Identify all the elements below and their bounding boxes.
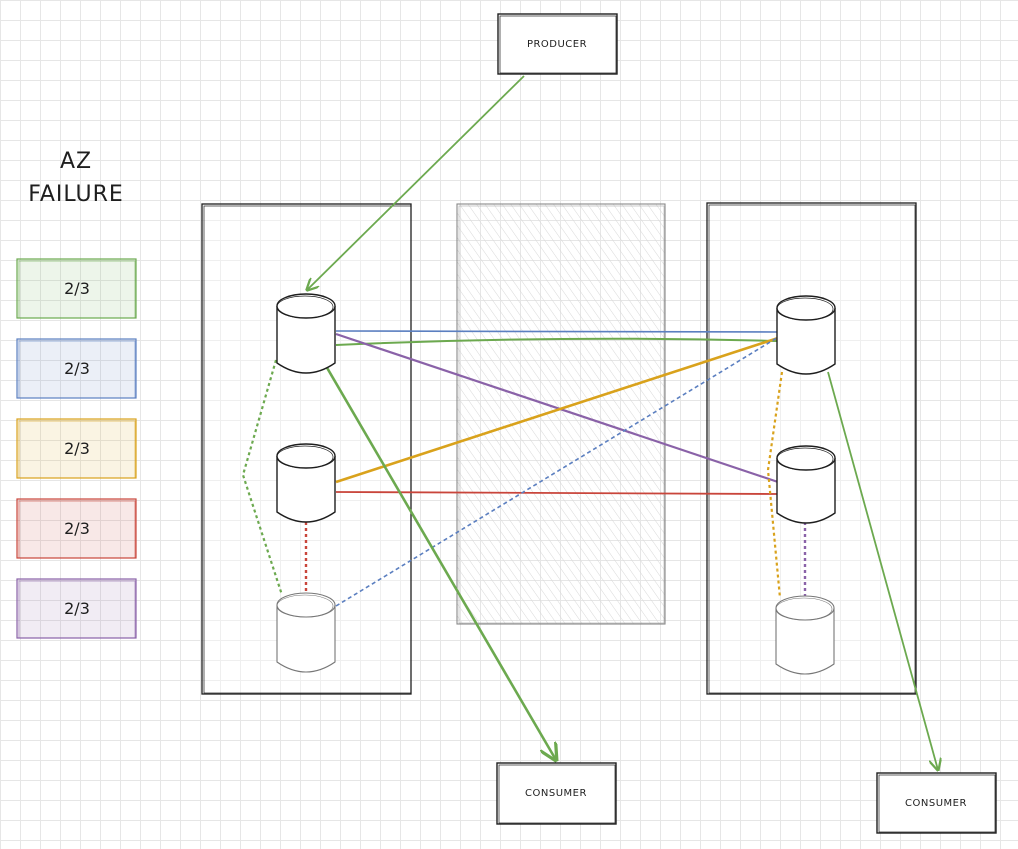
broker-left-bottom-failed xyxy=(276,592,336,673)
producer-label: PRODUCER xyxy=(527,39,587,50)
broker-left-top xyxy=(276,293,336,374)
edge-green-top xyxy=(335,337,778,346)
consumer-right-node: CONSUMER xyxy=(876,772,997,834)
legend-item-blue: 2/3 xyxy=(16,338,137,399)
broker-right-bottom-failed xyxy=(775,595,835,675)
broker-right-top xyxy=(776,295,836,375)
edge-blue-dashed xyxy=(335,335,781,607)
consumer-left-label: CONSUMER xyxy=(525,788,587,799)
consumer-left-node: CONSUMER xyxy=(496,762,617,825)
az-middle-failed xyxy=(456,203,666,625)
title-line-1: AZ xyxy=(60,149,92,174)
consumer-right-label: CONSUMER xyxy=(905,798,967,809)
broker-right-middle xyxy=(776,445,836,524)
legend-label-red: 2/3 xyxy=(64,519,90,538)
edge-blue-top xyxy=(335,330,778,333)
legend-label-purple: 2/3 xyxy=(64,599,90,618)
title-line-2: FAILURE xyxy=(28,182,124,207)
legend-label-yellow: 2/3 xyxy=(64,439,90,458)
edge-right-broker-to-consumer xyxy=(827,371,938,770)
producer-node: PRODUCER xyxy=(497,13,618,75)
legend-label-green: 2/3 xyxy=(64,279,90,298)
legend-item-yellow: 2/3 xyxy=(16,418,137,479)
edge-producer-to-left-broker xyxy=(307,75,525,290)
edge-red xyxy=(335,491,779,495)
legend-item-red: 2/3 xyxy=(16,498,137,559)
legend: 2/3 2/3 2/3 2/3 2/3 xyxy=(16,258,137,639)
legend-item-purple: 2/3 xyxy=(16,578,137,639)
legend-item-green: 2/3 xyxy=(16,258,137,319)
broker-left-middle xyxy=(276,443,336,523)
edge-yellow-dotted-right xyxy=(766,371,784,599)
connections xyxy=(241,75,938,770)
edge-purple xyxy=(335,332,779,484)
legend-label-blue: 2/3 xyxy=(64,359,90,378)
edge-yellow xyxy=(335,336,779,484)
edge-left-broker-to-consumer xyxy=(324,365,556,760)
